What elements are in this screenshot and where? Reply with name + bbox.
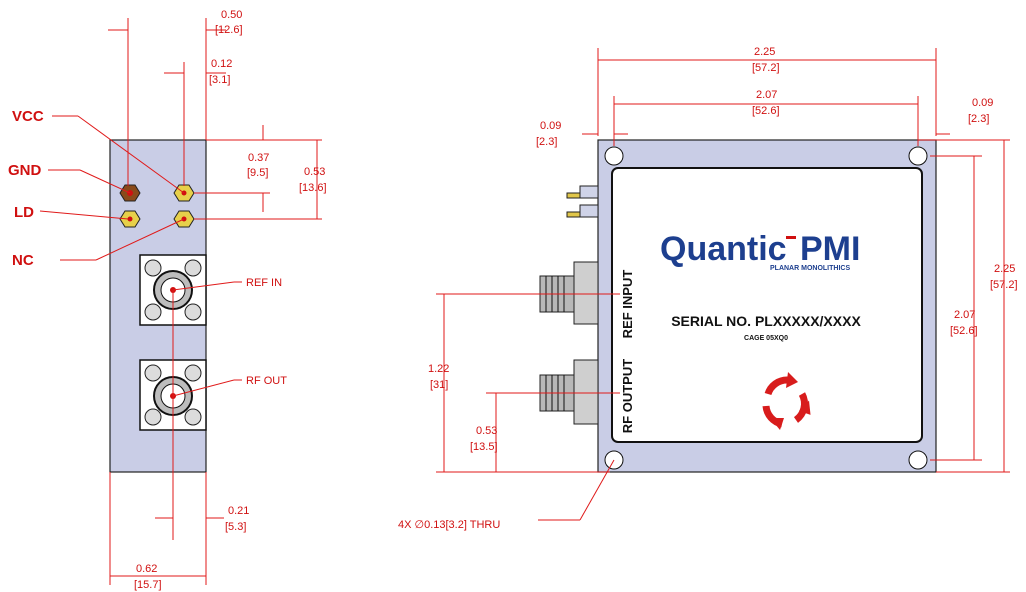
dim-pin-row2-mm: [13.6] [299,182,327,194]
dim-hole-spacing-y-mm: [52.6] [950,325,978,337]
dim-overall-height-in: 2.25 [994,263,1015,275]
dim-hole-offset-right-in: 0.09 [972,97,993,109]
dim-overall-height-mm: [57.2] [990,279,1018,291]
dim-hole-offset-right-mm: [2.3] [968,113,989,125]
mounting-hole [604,146,624,166]
dim-conn-offset-mm: [5.3] [225,521,246,533]
dim-width-top-mm: [12.6] [215,24,243,36]
dim-hole-offset-left-mm: [2.3] [536,136,557,148]
cage-code: CAGE 05XQ0 [744,335,788,342]
pin-label-gnd: GND [8,162,42,179]
port-label-ref-input: REF INPUT [620,270,635,339]
dim-hole-offset-left-in: 0.09 [540,120,561,132]
arrows-logo-icon [762,372,811,430]
connector-label-ref-in: REF IN [246,277,282,289]
connector-label-rf-out: RF OUT [246,375,287,387]
dim-width-bottom-mm: [15.7] [134,579,162,591]
dim-pin-row1-in: 0.37 [248,152,269,164]
dim-rf-height-in: 0.53 [476,425,497,437]
pin-label-nc: NC [12,252,34,269]
pin-ld [119,210,141,228]
logo-quantic: Quantic [660,230,787,268]
pin-label-ld: LD [14,204,34,221]
top-view-lid [611,167,923,443]
hole-callout: 4X ∅0.13[3.2] THRU [398,519,500,531]
dim-pin-row2-in: 0.53 [304,166,325,178]
dim-overall-width-mm: [57.2] [752,62,780,74]
dim-hole-spacing-x-mm: [52.6] [752,105,780,117]
dim-pin-offset-mm: [3.1] [209,74,230,86]
dim-conn-offset-in: 0.21 [228,505,249,517]
dim-pin-offset-in: 0.12 [211,58,232,70]
dim-width-top-in: 0.50 [221,9,242,21]
dc-pins [566,185,599,218]
dim-ref-height-in: 1.22 [428,363,449,375]
dim-rf-height-mm: [13.5] [470,441,498,453]
dim-width-bottom-in: 0.62 [136,563,157,575]
dim-hole-spacing-x-in: 2.07 [756,89,777,101]
logo-pmi: PMI [800,230,860,268]
port-label-rf-output: RF OUTPUT [620,359,635,433]
side-view: VCC GND LD NC REF IN RF OUT 0.50 [12.6] … [8,9,327,591]
top-view: REF INPUT RF OUTPUT Quantic PMI PLANAR M… [398,46,1018,531]
mounting-hole [908,146,928,166]
dim-pin-row1-mm: [9.5] [247,167,268,179]
dim-ref-height-mm: [31] [430,379,448,391]
side-view-dimension-lines [39,18,322,585]
mounting-hole [908,450,928,470]
top-view-dimension-lines [436,48,1010,521]
pin-label-vcc: VCC [12,108,44,125]
company-logo: Quantic PMI PLANAR MONOLITHICS [660,230,860,272]
rf-output-sma-connector [539,359,599,425]
serial-number: SERIAL NO. PLXXXXX/XXXX [671,313,861,329]
dim-hole-spacing-y-in: 2.07 [954,309,975,321]
ref-input-sma-connector [539,261,599,325]
dim-overall-width-in: 2.25 [754,46,775,58]
logo-subtitle: PLANAR MONOLITHICS [770,265,850,272]
